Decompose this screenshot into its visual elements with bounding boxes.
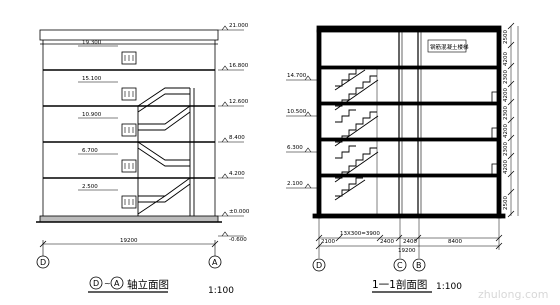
axis-circle-b [412, 258, 426, 272]
exterior-stair [137, 87, 195, 216]
title-circle-d [89, 276, 103, 290]
axis-label-d: D [40, 258, 46, 267]
level-markers-right [218, 25, 244, 237]
section-right-wall [496, 29, 502, 219]
section-overall-dim: 19200 [398, 248, 416, 254]
svg-text:4200: 4200 [503, 88, 509, 102]
axis-label-c: C [397, 261, 403, 270]
level-label: 4.200 [229, 171, 245, 177]
axis-circle-a-left [208, 255, 222, 269]
level-label: -0.600 [229, 237, 247, 243]
level-markers-left [78, 45, 118, 191]
level-label: 12.600 [229, 99, 249, 105]
section-slab [320, 101, 498, 106]
svg-text:2500: 2500 [503, 196, 509, 210]
svg-text:4200: 4200 [503, 52, 509, 66]
section-roof [316, 25, 502, 33]
section-dim: 2100 [321, 239, 335, 245]
svg-text:4200: 4200 [503, 124, 509, 138]
svg-text:2300: 2300 [503, 70, 509, 84]
view-scale: 1:100 [208, 286, 234, 296]
section-view [286, 22, 519, 293]
interior-stair [334, 66, 379, 214]
landing-level-label: 6.700 [82, 148, 98, 154]
section-ground [312, 213, 506, 219]
stair-note: 13X300=3900 [340, 231, 380, 237]
svg-text:2300: 2300 [503, 106, 509, 120]
section-note-box [427, 39, 467, 53]
roof-parapet [39, 29, 219, 41]
level-label: ±0.000 [229, 209, 250, 215]
axis-label-b: B [416, 261, 422, 270]
section-level-label: 10.500 [287, 109, 307, 115]
title-axis-a: A [114, 279, 120, 288]
title-axis-d: D [93, 279, 99, 288]
landing-level-label: 15.100 [82, 76, 102, 82]
svg-text:2300: 2300 [503, 142, 509, 156]
ground-hatch [39, 215, 219, 223]
section-level-label: 2.100 [287, 181, 303, 187]
section-level-markers [286, 75, 317, 189]
title-circle-a [110, 276, 124, 290]
section-slab [320, 173, 498, 178]
landing-level-label: 19.300 [82, 40, 102, 46]
section-left-wall [316, 29, 322, 219]
section-dim: 2400 [403, 239, 417, 245]
section-level-label: 6.300 [287, 145, 303, 151]
section-slab [320, 137, 498, 142]
axis-circle-d-right [312, 258, 326, 272]
level-label: 8.400 [229, 135, 245, 141]
section-dim: 2400 [380, 239, 394, 245]
landing-level-label: 10.900 [82, 112, 102, 118]
axis-label-a: A [212, 258, 218, 267]
axis-circle-d-left [36, 255, 50, 269]
svg-text:2500: 2500 [503, 30, 509, 44]
section-title: 1一1剖面图 [372, 278, 427, 291]
section-slab [320, 65, 498, 70]
svg-text:4200: 4200 [503, 160, 509, 174]
elevation-view [36, 25, 244, 293]
section-scale: 1:100 [436, 282, 462, 292]
section-level-label: 14.700 [287, 73, 307, 79]
overall-dimension: 19200 [120, 238, 138, 244]
vertical-dim-labels: 2500 4200 2300 4200 2300 4200 2300 4200 … [503, 30, 509, 210]
landing-level-label: 2.500 [82, 184, 98, 190]
level-label: 16.800 [229, 63, 249, 69]
level-label: 21.000 [229, 23, 249, 29]
watermark: zhulong.com [478, 288, 548, 301]
axis-label-d-right: D [316, 261, 322, 270]
title-tilde: ~ [104, 279, 111, 288]
axis-circle-c [393, 258, 407, 272]
note-box-text: 钢筋混凝土楼梯 [430, 43, 469, 51]
section-dim: 8400 [448, 239, 462, 245]
view-title: 轴立面图 [127, 278, 169, 291]
